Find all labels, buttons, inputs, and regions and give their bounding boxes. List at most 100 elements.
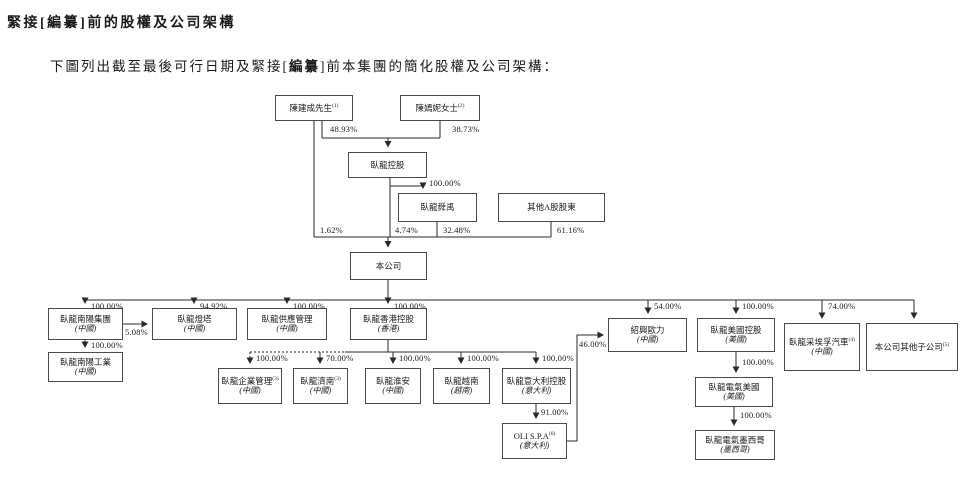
pct-us-electric-to-mexico: 100.00% — [740, 410, 772, 420]
node-label: 臥龍供應管理 — [261, 314, 313, 325]
node-origin: (意大利) — [519, 441, 550, 451]
node-shaoxing-oli: 紹興歐力 (中國) — [608, 318, 687, 352]
node-chen-jiancheng: 陳建成先生(1) — [275, 95, 353, 121]
footnote-ref: (3) — [272, 376, 279, 383]
node-nanyang-industry: 臥龍南陽工業 (中國) — [48, 352, 123, 382]
node-origin: (美國) — [725, 335, 747, 345]
node-label: 臥龍南陽工業 — [59, 357, 111, 368]
node-origin: (越南) — [450, 386, 473, 396]
pct-hk-to-vietnam: 100.00% — [467, 353, 499, 363]
node-label: 臥龍電氣美國 — [708, 382, 760, 393]
node-huaian: 臥龍淮安 (中國) — [365, 368, 421, 404]
node-other-subsidiaries: 本公司其他子公司(5) — [866, 323, 958, 371]
pct-company-to-shaoxing-oli: 54.00% — [654, 301, 682, 311]
node-label: 本公司其他子公司 — [874, 341, 943, 352]
node-vietnam: 臥龍越南 (越南) — [433, 368, 490, 404]
node-label: 臥龍采埃孚汽車 — [789, 337, 849, 348]
pct-chen-yanni-to-holding: 38.73% — [452, 124, 480, 134]
node-origin: (中國) — [74, 367, 97, 377]
node-label: 臥龍淮安 — [375, 376, 410, 387]
pct-holding-to-company: 4.74% — [395, 225, 418, 235]
node-label: 臥龍美國控股 — [710, 325, 762, 336]
node-origin: (中國) — [309, 386, 332, 396]
node-label: 陳建成先生 — [289, 102, 333, 113]
pct-us-holding-to-us-electric: 100.00% — [742, 357, 774, 367]
node-wolong-dengta: 臥龍燈塔 (中國) — [152, 308, 237, 340]
pct-hk-to-jinan: 70.00% — [326, 353, 354, 363]
pct-company-to-supply: 100.00% — [293, 301, 325, 311]
pct-company-to-zf: 74.00% — [828, 301, 856, 311]
footnote-ref: (1) — [332, 103, 339, 110]
node-label: 臥龍電氣墨西哥 — [705, 435, 765, 446]
footnote-ref: (2) — [458, 103, 465, 110]
node-wolong-holding: 臥龍控股 — [348, 152, 427, 178]
node-label: 陳嫣妮女士 — [415, 102, 459, 113]
pct-nanyang-group-to-industry: 100.00% — [91, 340, 123, 350]
node-nanyang-group: 臥龍南陽集團 (中國) — [48, 308, 123, 340]
subtitle-redacted-term: 編纂 — [289, 59, 320, 74]
footnote-ref: (5) — [942, 342, 950, 349]
footnote-ref: (6) — [548, 431, 556, 438]
node-label: 紹興歐力 — [630, 325, 665, 336]
pct-oli-to-shaoxing: 46.00% — [579, 339, 607, 349]
node-origin: (墨西哥) — [720, 445, 750, 455]
pct-company-to-nanyang-group: 100.00% — [91, 301, 123, 311]
pct-chen-jiancheng-to-holding: 48.93% — [330, 124, 358, 134]
pct-company-to-dengta: 94.92% — [200, 301, 228, 311]
node-origin: (中國) — [183, 324, 206, 334]
footnote-ref: (3) — [334, 376, 341, 383]
node-label: 臥龍舜禹 — [420, 202, 455, 213]
node-origin: (中國) — [74, 324, 97, 334]
pct-company-to-us-holding: 100.00% — [742, 301, 774, 311]
node-label: 臥龍南陽集團 — [59, 314, 111, 325]
node-label: 臥龍企業管理 — [221, 376, 273, 387]
pct-other-a-to-company: 61.16% — [557, 225, 585, 235]
node-label: 臥龍燈塔 — [177, 314, 212, 325]
node-origin: (中國) — [382, 386, 404, 396]
node-italy-holding: 臥龍意大利控股 (意大利) — [502, 368, 571, 404]
pct-hk-to-italy: 100.00% — [542, 353, 574, 363]
node-hk-holding: 臥龍香港控股 (香港) — [350, 308, 427, 340]
node-other-a-shareholders: 其他A股股東 — [498, 193, 605, 222]
node-label: 本公司 — [375, 260, 402, 271]
node-label: 臥龍控股 — [370, 159, 405, 170]
node-label: OLI S.P.A — [513, 431, 549, 442]
node-zf-auto: 臥龍采埃孚汽車(4) (中國) — [784, 323, 860, 371]
node-label: 臥龍越南 — [444, 376, 479, 387]
node-origin: (香港) — [377, 324, 400, 334]
subtitle-text-pre: 下圖列出截至最後可行日期及緊接[ — [50, 59, 289, 74]
pct-chen-jiancheng-to-company: 1.62% — [320, 225, 343, 235]
node-mexico: 臥龍電氣墨西哥 (墨西哥) — [695, 430, 775, 460]
node-supply-management: 臥龍供應管理 (中國) — [247, 308, 327, 340]
pct-hk-to-enterprise: 100.00% — [256, 353, 288, 363]
pct-italy-to-oli: 91.00% — [541, 407, 569, 417]
section-subtitle: 下圖列出截至最後可行日期及緊接[編纂]前本集團的簡化股權及公司架構： — [50, 55, 559, 75]
node-oli-spa: OLI S.P.A(6) (意大利) — [502, 423, 567, 459]
pct-company-to-hk: 100.00% — [394, 301, 426, 311]
pct-hk-to-huaian: 100.00% — [399, 353, 431, 363]
node-label: 其他A股股東 — [527, 202, 576, 213]
node-label: 臥龍香港控股 — [362, 314, 414, 325]
node-origin: (中國) — [811, 347, 833, 357]
node-label: 臥龍意大利控股 — [506, 376, 567, 387]
section-title: 緊接[編纂]前的股權及公司架構 — [7, 16, 236, 31]
node-company: 本公司 — [350, 252, 427, 280]
node-origin: (意大利) — [521, 386, 552, 396]
node-label: 臥龍濟南 — [300, 376, 335, 387]
pct-holding-to-shunyu: 100.00% — [429, 178, 461, 188]
node-chen-yanni: 陳嫣妮女士(2) — [400, 95, 480, 121]
subtitle-text-post: ]前本集團的簡化股權及公司架構： — [320, 59, 559, 74]
node-us-electric: 臥龍電氣美國 (美國) — [695, 377, 773, 407]
node-enterprise-management: 臥龍企業管理(3) (中國) — [218, 368, 282, 404]
footnote-ref: (4) — [848, 337, 855, 344]
node-wolong-shunyu: 臥龍舜禹 — [398, 193, 477, 222]
node-origin: (中國) — [276, 324, 298, 334]
pct-nanyang-group-to-dengta: 5.08% — [125, 327, 148, 337]
node-origin: (中國) — [636, 335, 659, 345]
node-jinan: 臥龍濟南(3) (中國) — [293, 368, 348, 404]
pct-shunyu-to-company: 32.48% — [443, 225, 471, 235]
node-origin: (中國) — [239, 386, 261, 396]
node-origin: (美國) — [723, 392, 745, 402]
